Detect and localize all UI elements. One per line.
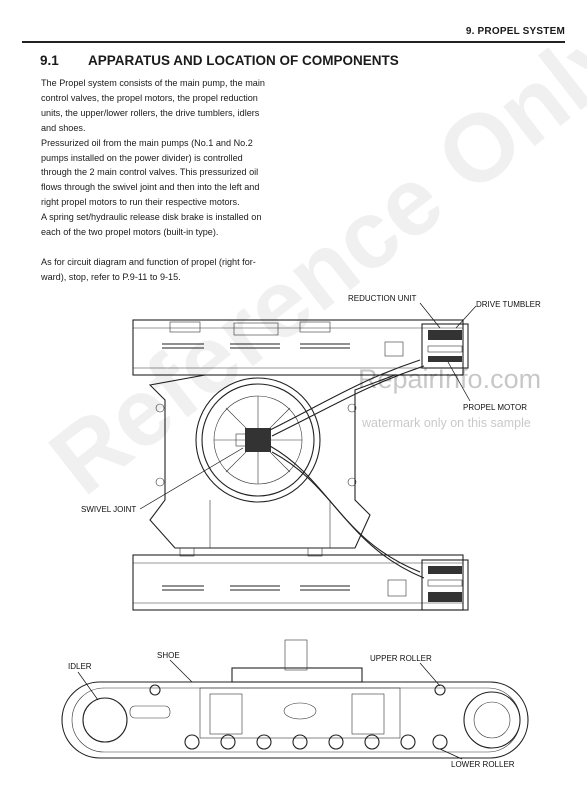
body-line: flows through the swivel joint and then …	[41, 182, 260, 193]
label-drive-tumbler: DRIVE TUMBLER	[476, 300, 541, 309]
body-line: and shoes.	[41, 122, 86, 133]
body-line: right propel motors to run their respect…	[41, 197, 240, 208]
label-reduction-unit: REDUCTION UNIT	[348, 294, 417, 303]
label-idler: IDLER	[68, 662, 92, 671]
body-line: through the 2 main control valves. This …	[41, 167, 259, 178]
watermark-note: watermark only on this sample	[362, 416, 531, 430]
paragraph-gap	[41, 240, 296, 255]
propel-system-diagram: REDUCTION UNIT DRIVE TUMBLER PROPEL MOTO…	[61, 294, 541, 769]
label-lower-roller: LOWER ROLLER	[451, 760, 515, 769]
body-line: each of the two propel motors (built-in …	[41, 227, 219, 238]
watermark-site: RepairInfo.com	[358, 364, 542, 394]
body-line: control valves, the propel motors, the p…	[41, 92, 258, 103]
undercarriage-top-view	[132, 319, 469, 611]
track-side-view	[61, 639, 529, 759]
section-header: 9. PROPEL SYSTEM	[465, 26, 565, 37]
body-line: units, the upper/lower rollers, the driv…	[41, 107, 260, 118]
label-propel-motor: PROPEL MOTOR	[463, 403, 527, 412]
body-line: The Propel system consists of the main p…	[41, 78, 265, 88]
section-heading: 9.1 APPARATUS AND LOCATION OF COMPONENTS	[40, 53, 399, 68]
body-line: Pressurized oil from the main pumps (No.…	[41, 137, 253, 148]
body-line: pumps installed on the power divider) is…	[41, 152, 243, 163]
section-title: APPARATUS AND LOCATION OF COMPONENTS	[88, 53, 399, 68]
label-shoe: SHOE	[157, 651, 180, 660]
label-upper-roller: UPPER ROLLER	[370, 654, 432, 663]
section-number: 9.1	[40, 53, 59, 68]
body-text: The Propel system consists of the main p…	[41, 76, 296, 285]
body-line: As for circuit diagram and function of p…	[41, 256, 256, 267]
body-line: A spring set/hydraulic release disk brak…	[41, 212, 262, 223]
header-rule	[22, 41, 565, 43]
label-swivel-joint: SWIVEL JOINT	[81, 505, 136, 514]
body-line: ward), stop, refer to P.9-11 to 9-15.	[41, 271, 181, 282]
